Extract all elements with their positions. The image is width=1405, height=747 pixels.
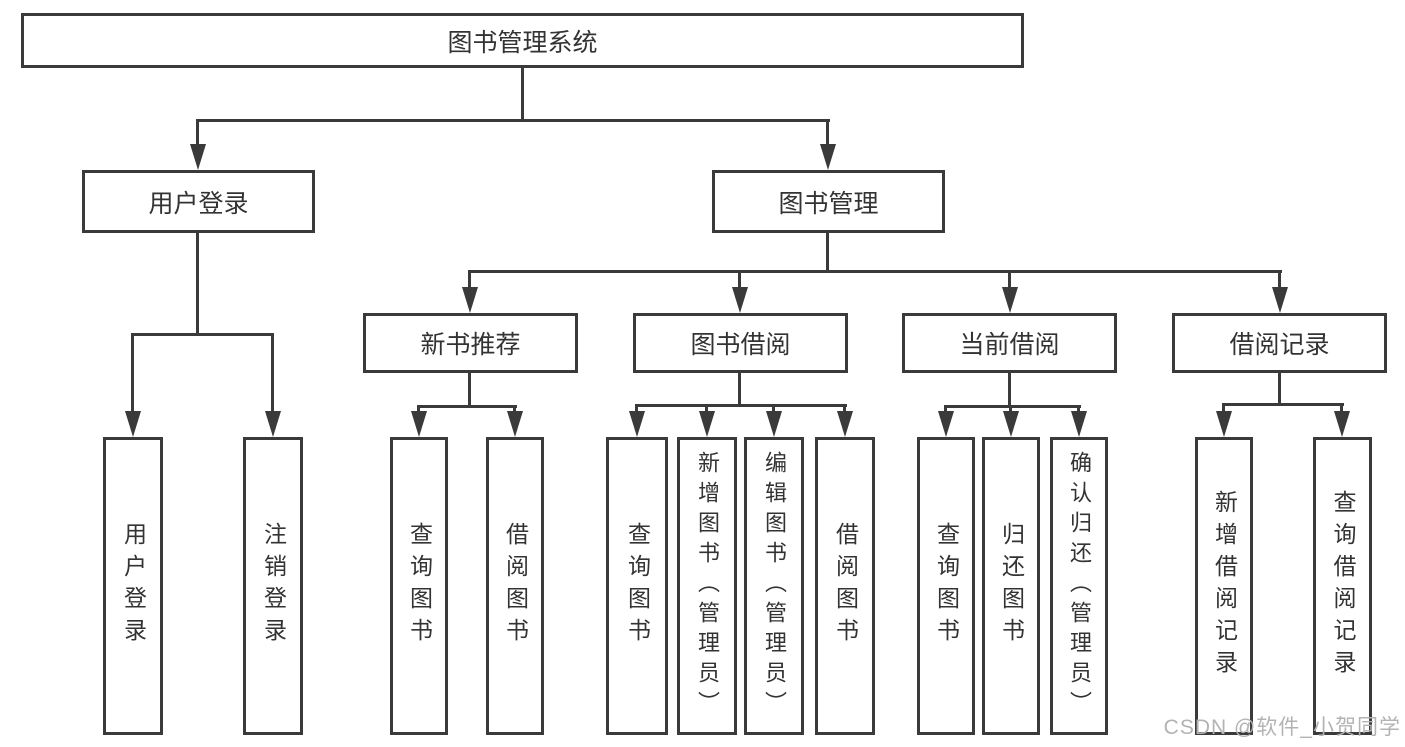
connector-root-drop bbox=[521, 68, 524, 120]
node-user-login: 用户登录 bbox=[82, 170, 315, 233]
arrow-to-currentborrow-leaf-2 bbox=[1071, 411, 1087, 437]
leaf-currentborrow-return: 归还图书 bbox=[982, 437, 1040, 735]
node-current-borrow: 当前借阅 bbox=[902, 313, 1117, 373]
stem bbox=[1340, 403, 1343, 415]
arrow-to-user-login bbox=[190, 144, 206, 170]
leaf-user-login: 用户登录 bbox=[103, 437, 163, 735]
connector-currentborrow-drop bbox=[1008, 373, 1011, 407]
arrow-to-borrowrecord-leaf-1 bbox=[1334, 411, 1350, 437]
leaf-bookborrow-query: 查询图书 bbox=[606, 437, 668, 735]
connector-book-manage-stem bbox=[826, 119, 829, 147]
leaf-bookborrow-add-admin: 新增图书（管理员） bbox=[677, 437, 737, 735]
stem bbox=[705, 404, 708, 415]
connector-currentborrow-branch bbox=[944, 405, 1081, 408]
connector-currentborrow-stem bbox=[1008, 270, 1011, 289]
connector-leaf-logout-stem bbox=[271, 333, 274, 413]
stem bbox=[513, 405, 516, 415]
leaf-newbook-borrow: 借阅图书 bbox=[486, 437, 544, 735]
connector-bookborrow-stem bbox=[738, 270, 741, 289]
arrow-to-bookborrow-leaf-1 bbox=[699, 411, 715, 437]
stem bbox=[843, 404, 846, 415]
arrow-to-newbook-rec bbox=[462, 287, 478, 313]
node-book-manage-label: 图书管理 bbox=[778, 189, 879, 218]
connector-newbook-drop bbox=[468, 373, 471, 407]
csdn-watermark: CSDN @软件_小贺同学 bbox=[1163, 716, 1401, 739]
connector-borrowrecord-stem bbox=[1278, 270, 1281, 289]
node-root-library-system: 图书管理系统 bbox=[21, 13, 1024, 68]
stem bbox=[772, 404, 775, 415]
node-book-borrow: 图书借阅 bbox=[633, 313, 848, 373]
connector-newbook-branch bbox=[417, 405, 517, 408]
stem bbox=[944, 405, 947, 415]
arrow-to-borrowrecord-leaf-0 bbox=[1216, 411, 1232, 437]
node-borrow-record-label: 借阅记录 bbox=[1229, 331, 1330, 359]
node-borrow-record: 借阅记录 bbox=[1172, 313, 1387, 373]
node-root-label: 图书管理系统 bbox=[447, 28, 598, 57]
stem bbox=[417, 405, 420, 415]
stem bbox=[1009, 405, 1012, 415]
node-user-login-label: 用户登录 bbox=[148, 189, 249, 218]
connector-user-login-drop bbox=[196, 233, 199, 335]
connector-book-manage-branch bbox=[468, 270, 1282, 273]
leaf-bookborrow-edit-admin: 编辑图书（管理员） bbox=[744, 437, 804, 735]
node-book-borrow-label: 图书借阅 bbox=[690, 331, 791, 359]
connector-bookborrow-branch bbox=[635, 404, 847, 407]
arrow-to-bookborrow-leaf-0 bbox=[629, 411, 645, 437]
stem bbox=[1077, 405, 1080, 415]
stem bbox=[635, 404, 638, 415]
node-new-book-rec: 新书推荐 bbox=[363, 313, 578, 373]
arrow-to-bookborrow-leaf-2 bbox=[766, 411, 782, 437]
connector-user-login-branch bbox=[131, 333, 273, 336]
node-book-manage: 图书管理 bbox=[712, 170, 945, 233]
connector-book-manage-drop bbox=[826, 233, 829, 273]
leaf-record-query: 查询借阅记录 bbox=[1313, 437, 1372, 735]
arrow-to-borrow-record bbox=[1272, 287, 1288, 313]
arrow-to-bookborrow-leaf-3 bbox=[837, 411, 853, 437]
connector-borrowrecord-branch bbox=[1222, 403, 1344, 406]
arrow-to-currentborrow-leaf-1 bbox=[1003, 411, 1019, 437]
connector-bookborrow-drop bbox=[738, 373, 741, 406]
arrow-to-leaf-login bbox=[125, 411, 141, 437]
connector-root-branch bbox=[196, 119, 830, 122]
arrow-to-currentborrow-leaf-0 bbox=[938, 411, 954, 437]
connector-borrowrecord-drop bbox=[1278, 373, 1281, 405]
arrow-to-leaf-logout bbox=[265, 411, 281, 437]
connector-newbook-stem bbox=[468, 270, 471, 289]
arrow-to-newbook-leaf-1 bbox=[507, 411, 523, 437]
leaf-bookborrow-borrow: 借阅图书 bbox=[815, 437, 875, 735]
connector-user-login-stem bbox=[196, 119, 199, 147]
node-current-borrow-label: 当前借阅 bbox=[959, 331, 1060, 359]
leaf-currentborrow-query: 查询图书 bbox=[917, 437, 975, 735]
leaf-logout: 注销登录 bbox=[243, 437, 303, 735]
node-new-book-rec-label: 新书推荐 bbox=[420, 331, 521, 359]
arrow-to-newbook-leaf-0 bbox=[411, 411, 427, 437]
stem bbox=[1222, 403, 1225, 415]
arrow-to-book-manage bbox=[820, 144, 836, 170]
leaf-record-add: 新增借阅记录 bbox=[1195, 437, 1253, 735]
arrow-to-current-borrow bbox=[1002, 287, 1018, 313]
arrow-to-book-borrow bbox=[732, 287, 748, 313]
leaf-newbook-query: 查询图书 bbox=[390, 437, 448, 735]
leaf-currentborrow-confirm-admin: 确认归还（管理员） bbox=[1050, 437, 1108, 735]
connector-leaf-login-stem bbox=[131, 333, 134, 413]
